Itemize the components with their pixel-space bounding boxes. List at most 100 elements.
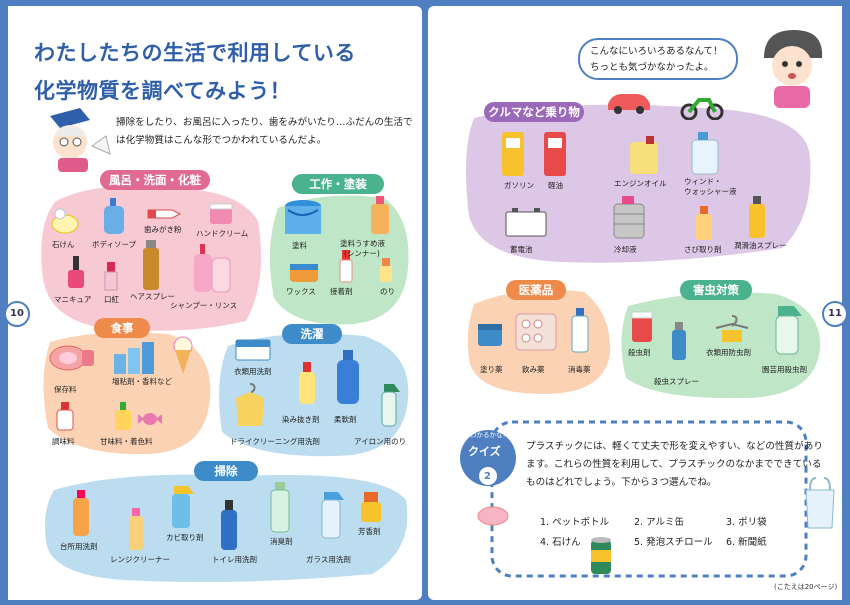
medicine-item-label: 塗り薬 [480,365,503,374]
air-freshener-icon [361,492,381,522]
quiz-question: プラスチックには、軽くて丈夫で形を変えやすい、などの性質があります。これらの性質… [526,441,823,488]
nail-polish-icon [68,256,84,288]
hairspray-icon [143,240,159,290]
vehicle-item-label: 潤滑油スプレー [734,241,787,250]
vehicle-item-label: ウォッシャー液 [684,187,737,196]
soap-icon [51,208,79,234]
laundry-section-title: 洗濯 [282,324,342,344]
soap-bar-icon [477,506,509,526]
left-page: わたしたちの生活で利用している 化学物質を調べてみよう！ 掃除をしたり、お風呂に… [8,6,422,600]
bath-item-label: 口紅 [104,295,119,304]
vehicle-item-label: 軽油 [548,181,563,190]
vehicles-section-title: クルマなど乗り物 [484,102,584,122]
wax-icon [290,264,318,282]
food-item-label: 増粘剤・香料など [112,377,172,386]
bath-item-label: ヘアスプレー [130,292,175,301]
pests-section-title: 害虫対策 [680,280,752,300]
stain-remover-icon [299,362,315,404]
motorcycle-icon [680,98,724,120]
title-line-1: わたしたちの生活で利用している [34,41,356,65]
vehicle-item-label: 冷却液 [614,245,637,254]
gasoline-pump-icon [502,132,524,176]
craft-item-label: (シンナー) [344,249,380,258]
diesel-pump-icon [544,132,566,176]
craft-item-label: のり [380,287,395,296]
deodorizer-icon [270,482,290,533]
quiz-option-6: 6. 新聞紙 [726,537,767,548]
craft-item-label: 接着剤 [330,287,353,296]
disinfectant-icon [571,308,589,353]
toilet-cleaner-icon [221,500,237,550]
coolant-icon [613,196,645,239]
candy-icon [138,413,162,425]
pests-item-label: 殺虫スプレー [654,377,699,386]
right-page: こんなにいろいろあるなんて！ちっとも気づかなかったよ。 クルマなど乗り物 ガソリ… [428,6,842,600]
quiz-option-4: 4. 石けん [540,537,581,548]
quiz-option-2: 2. アルミ缶 [634,517,684,528]
bath-item-label: シャンプー・リンス [170,301,238,310]
food-section-title: 食事 [94,318,150,338]
lipstick-icon [104,262,118,291]
cleaning-item-label: レンジクリーナー [110,555,170,564]
laundry-item-label: 染み抜き剤 [282,415,320,424]
laundry-item-label: アイロン用のり [354,437,407,446]
cleaning-item-label: 芳香剤 [358,527,381,536]
cleaning-item-label: トイレ用洗剤 [212,555,257,564]
scientist-kid-illustration [50,108,111,172]
moth-repellent-icon [715,315,749,342]
laundry-item-label: ドライクリーニング用洗剤 [230,437,320,446]
laundry-item-label: 柔軟剤 [334,415,357,424]
quiz-badge-label: クイズ [468,445,501,458]
cleaning-item-label: 台所用洗剤 [60,542,98,551]
page-number-left: 10 [4,301,30,327]
car-icon [608,94,650,114]
vehicle-item-label: さび取り剤 [684,245,722,254]
medicine-item-label: 飲み薬 [522,365,545,374]
intro-text: 掃除をしたり、お風呂に入ったり、歯をみがいたり…ふだんの生活では化学物質はこんな… [116,117,413,146]
pests-item-label: 園芸用殺虫剤 [762,365,807,374]
glass-cleaner-icon [321,492,344,539]
laundry-detergent-box-icon [235,339,271,361]
medicine-item-label: 消毒薬 [568,365,591,374]
laundry-item-label: 衣類用洗剤 [234,367,272,376]
thinner-icon [371,196,389,234]
food-item-label: 調味料 [52,437,75,446]
dish-soap-icon [73,490,89,536]
medicine-section-title: 医薬品 [506,280,566,300]
clothes-hanger-icon [236,383,264,426]
quiz-option-3: 3. ポリ袋 [726,517,767,528]
ointment-icon [478,324,502,346]
cleaning-item-label: 消臭剤 [270,537,293,546]
pests-item-label: 殺虫剤 [628,348,651,357]
bath-item-label: 歯みがき粉 [144,225,182,234]
quiz-option-5: 5. 発泡スチロール [634,537,713,548]
ham-icon [49,345,94,371]
vehicle-item-label: ウィンド・ [684,177,722,186]
cleaning-item-label: カビ取り剤 [166,533,204,542]
bath-item-label: 石けん [52,240,75,249]
washer-fluid-icon [691,132,719,175]
engine-oil-icon [630,136,658,174]
insecticide-can-icon [631,311,653,342]
bug-spray-icon [672,322,686,360]
mold-remover-icon [172,486,194,528]
ice-cream-icon [173,336,193,374]
pills-icon [515,313,557,351]
lubricant-spray-icon [749,196,765,238]
bath-section-title: 風呂・洗面・化粧 [100,170,210,190]
pests-section-blob [621,292,821,399]
garden-insecticide-icon [775,306,802,355]
battery-icon [505,208,547,237]
paste-icon [380,258,392,282]
quiz-option-1: 1. ペットボトル [540,517,610,528]
paint-can-icon [285,200,321,234]
food-item-label: 保存料 [54,385,77,394]
cleaning-item-label: ガラス用洗剤 [306,555,351,564]
speech-bubble: こんなにいろいろあるなんて！ちっとも気づかなかったよ。 [578,38,738,80]
plastic-bag-icon [805,477,835,529]
craft-item-label: 塗料うすめ液 [340,239,385,248]
vehicle-item-label: ガソリン [504,181,534,190]
range-cleaner-icon [129,508,143,550]
quiz-answer-note: (こたえは20ページ) [774,583,838,591]
quiz-box [490,420,808,578]
